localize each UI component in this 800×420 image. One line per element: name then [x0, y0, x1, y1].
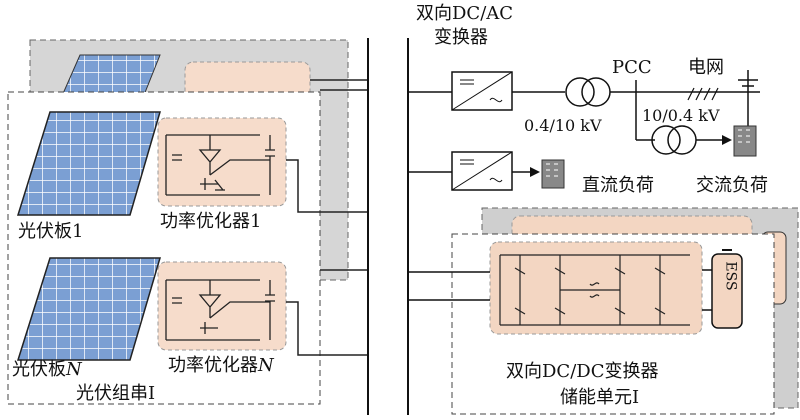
dc-load-label: 直流负荷 [582, 175, 654, 196]
ac-load-arrow [722, 135, 732, 145]
dcac-converter-symbol [451, 71, 513, 111]
storage-unit-label: 储能单元I [560, 387, 640, 408]
optimizer-n-box [157, 261, 287, 351]
optimizer-n-prefix: 功率优化器 [168, 355, 258, 376]
dcdc-bridge-circuit [499, 254, 690, 326]
optimizer-1-box [157, 117, 287, 207]
pv-panel-n-label: 光伏板N [12, 360, 82, 380]
pv-panel-n-symbol: N [66, 359, 82, 380]
dc-load-building-icon [541, 159, 565, 189]
ac-load-building-icon [733, 125, 757, 157]
optimizer-1-label: 功率优化器1 [160, 211, 262, 232]
transformer-2-coil-a [651, 125, 681, 155]
transformer-1-coil-a [565, 77, 595, 107]
optimizer-1-circuit [165, 134, 275, 196]
dcdc-converter-box [489, 241, 703, 335]
transformer-1-label: 0.4/10 kV [524, 116, 602, 135]
dcac-label-line2: 变换器 [434, 27, 488, 48]
transformer-2-coil-b [667, 125, 697, 155]
transformer-2-label: 10/0.4 kV [642, 106, 720, 125]
grid-label: 电网 [688, 57, 724, 78]
pcc-label: PCC [612, 57, 652, 78]
pv-panel-n-prefix: 光伏板 [12, 359, 66, 380]
pv-string-label: 光伏组串I [76, 383, 156, 404]
storage-wiring [408, 269, 712, 311]
dc-load-arrow [530, 167, 540, 177]
grid-line-symbol [687, 87, 719, 101]
optimizer-n-circuit [165, 279, 275, 341]
ess-label: ESS [722, 261, 739, 291]
ess-battery [711, 253, 743, 329]
pv-bus-wiring [286, 79, 368, 356]
dcac-label-line1: 双向DC/AC [416, 3, 514, 24]
pv-panel-n [16, 257, 162, 361]
ac-load-label: 交流负荷 [696, 175, 768, 196]
pv-panel-1-label: 光伏板1 [18, 221, 84, 242]
optimizer-n-label: 功率优化器N [168, 356, 274, 376]
transformer-1-coil-b [581, 77, 611, 107]
dcdc-load-converter-symbol [451, 151, 513, 191]
optimizer-n-symbol: N [258, 355, 274, 376]
grid-tower-icon [680, 70, 760, 130]
pv-panel-1 [16, 111, 161, 216]
dcdc-converter-label: 双向DC/DC变换器 [506, 361, 659, 382]
